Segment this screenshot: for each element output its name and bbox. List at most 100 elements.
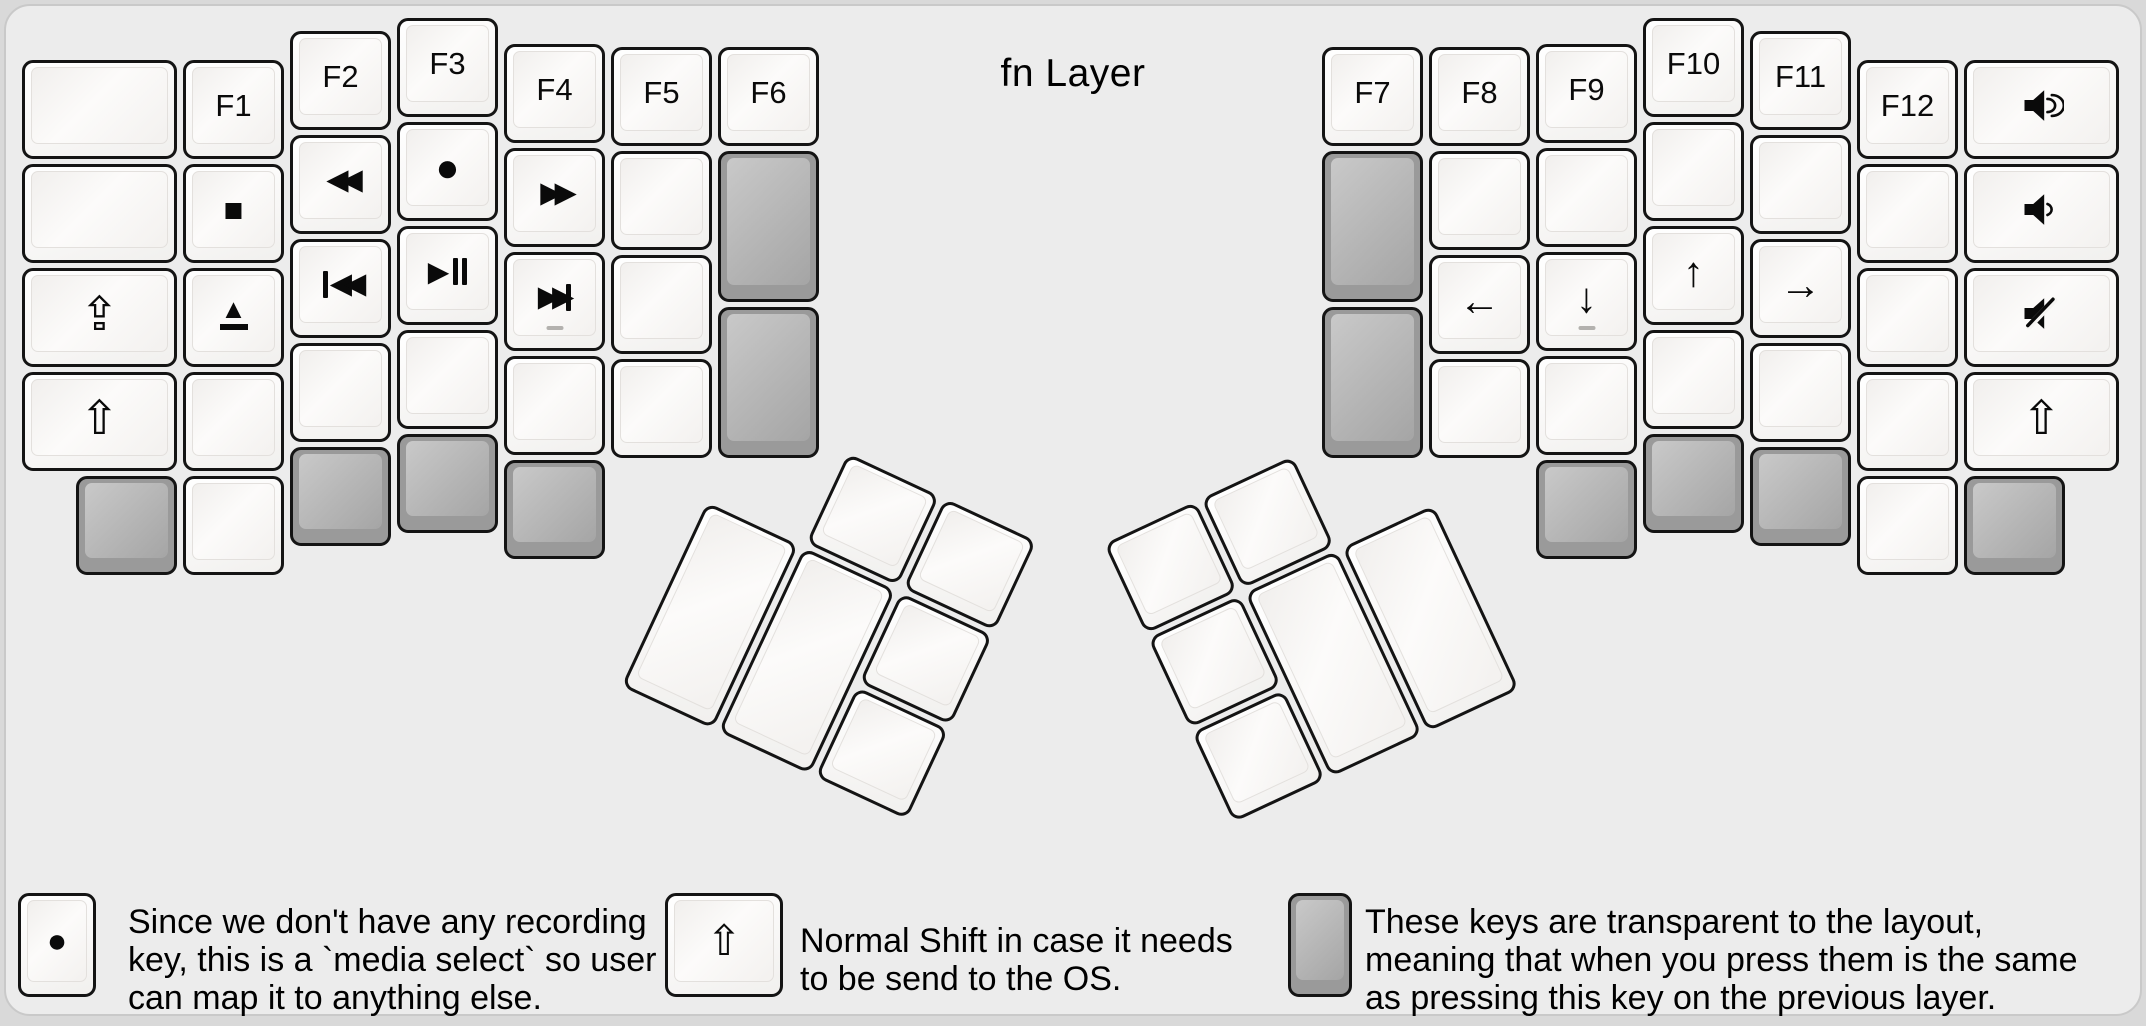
- key-blank[interactable]: [22, 60, 177, 159]
- key-f4[interactable]: F4: [504, 44, 605, 143]
- bar-shape: [566, 284, 572, 311]
- keytop: ↑: [1652, 233, 1735, 310]
- volume-down-icon: [2024, 194, 2053, 225]
- key-blank[interactable]: [1429, 359, 1530, 458]
- caps-lock-icon: ⇪: [79, 287, 120, 340]
- key-media-select[interactable]: ●: [397, 122, 498, 221]
- key-blank[interactable]: [290, 343, 391, 442]
- keytop: [1296, 900, 1344, 980]
- keytop: [1115, 511, 1223, 617]
- keytop: [1866, 171, 1949, 248]
- key-transparent[interactable]: [76, 476, 177, 575]
- key-blank[interactable]: [1857, 268, 1958, 367]
- key-label: F1: [215, 87, 252, 123]
- key-next-track[interactable]: ▶▶: [504, 252, 605, 351]
- key-play-pause[interactable]: ▶: [397, 226, 498, 325]
- keytop: ↓: [1545, 259, 1628, 336]
- key-blank[interactable]: [1429, 151, 1530, 250]
- key-shift-left[interactable]: ⇧: [22, 372, 177, 471]
- key-stop[interactable]: ■: [183, 164, 284, 263]
- key-fast-forward[interactable]: ▶▶: [504, 148, 605, 247]
- keytop: [727, 158, 810, 285]
- key-volume-up[interactable]: [1964, 60, 2119, 159]
- key-shift-right[interactable]: ⇧: [1964, 372, 2119, 471]
- key-f6[interactable]: F6: [718, 47, 819, 146]
- key-arrow-up[interactable]: ↑: [1643, 226, 1744, 325]
- key-blank[interactable]: [1643, 330, 1744, 429]
- legend-text-media-select: Since we don't have any recording key, t…: [128, 903, 656, 1017]
- stop-icon: ■: [223, 191, 244, 228]
- keytop: [727, 314, 810, 441]
- key-blank[interactable]: [611, 255, 712, 354]
- key-f7[interactable]: F7: [1322, 47, 1423, 146]
- key-mute[interactable]: [1964, 268, 2119, 367]
- keytop: [406, 337, 489, 414]
- key-f8[interactable]: F8: [1429, 47, 1530, 146]
- key-blank[interactable]: [611, 359, 712, 458]
- key-transparent[interactable]: [1643, 434, 1744, 533]
- key-blank[interactable]: [1750, 135, 1851, 234]
- legend-line: meaning that when you press them is the …: [1365, 941, 2078, 979]
- key-f1[interactable]: F1: [183, 60, 284, 159]
- key-blank[interactable]: [1857, 164, 1958, 263]
- arrow-right-icon: →: [1779, 260, 1822, 308]
- record-icon: ●: [46, 922, 68, 960]
- key-blank[interactable]: [183, 372, 284, 471]
- key-label: F6: [750, 74, 787, 110]
- key-volume-down[interactable]: [1964, 164, 2119, 263]
- key-blank[interactable]: [183, 476, 284, 575]
- key-transparent[interactable]: [290, 447, 391, 546]
- key-arrow-left[interactable]: ←: [1429, 255, 1530, 354]
- next-track-icon: ▶▶: [538, 283, 575, 312]
- key-rewind[interactable]: ◀◀: [290, 135, 391, 234]
- key-f12[interactable]: F12: [1857, 60, 1958, 159]
- key-f10[interactable]: F10: [1643, 18, 1744, 117]
- keytop: F9: [1545, 51, 1628, 128]
- key-f9[interactable]: F9: [1536, 44, 1637, 143]
- key-blank[interactable]: [22, 164, 177, 263]
- left-thumb-cluster: [619, 408, 1042, 826]
- keytop: ●: [406, 129, 489, 206]
- keytop: [1652, 441, 1735, 516]
- key-blank[interactable]: [504, 356, 605, 455]
- key-blank[interactable]: [1536, 148, 1637, 247]
- keytop: ⇪: [31, 275, 168, 352]
- key-transparent[interactable]: [1322, 307, 1423, 458]
- key-blank[interactable]: [1536, 356, 1637, 455]
- key-arrow-down[interactable]: ↓: [1536, 252, 1637, 351]
- key-caps-lock[interactable]: ⇪: [22, 268, 177, 367]
- legend-line: Normal Shift in case it needs: [800, 922, 1233, 960]
- keytop: [85, 483, 168, 558]
- key-transparent[interactable]: [718, 151, 819, 302]
- key-blank[interactable]: [611, 151, 712, 250]
- key-transparent[interactable]: [504, 460, 605, 559]
- keytop: [192, 379, 275, 456]
- keytop: F7: [1331, 54, 1414, 131]
- key-blank[interactable]: [1750, 343, 1851, 442]
- arrow-down-icon: ↓: [1576, 273, 1597, 321]
- key-transparent[interactable]: [1750, 447, 1851, 546]
- key-blank[interactable]: [397, 330, 498, 429]
- key-f11[interactable]: F11: [1750, 31, 1851, 130]
- key-transparent[interactable]: [1322, 151, 1423, 302]
- key-f3[interactable]: F3: [397, 18, 498, 117]
- key-arrow-right[interactable]: →: [1750, 239, 1851, 338]
- keytop: F12: [1866, 67, 1949, 144]
- keytop: ⇧: [674, 900, 774, 982]
- key-transparent[interactable]: [718, 307, 819, 458]
- legend-text-shift: Normal Shift in case it needs to be send…: [800, 922, 1233, 998]
- key-transparent[interactable]: [1536, 460, 1637, 559]
- key-blank[interactable]: [1643, 122, 1744, 221]
- key-prev-track[interactable]: ◀◀: [290, 239, 391, 338]
- key-eject[interactable]: ▲: [183, 268, 284, 367]
- key-f2[interactable]: F2: [290, 31, 391, 130]
- shift-icon: ⇧: [706, 917, 742, 964]
- key-blank[interactable]: [1857, 476, 1958, 575]
- mute-icon: [2024, 297, 2057, 330]
- key-transparent[interactable]: [397, 434, 498, 533]
- key-transparent[interactable]: [1964, 476, 2065, 575]
- key-f5[interactable]: F5: [611, 47, 712, 146]
- key-label: F3: [429, 45, 466, 81]
- key-blank[interactable]: [1857, 372, 1958, 471]
